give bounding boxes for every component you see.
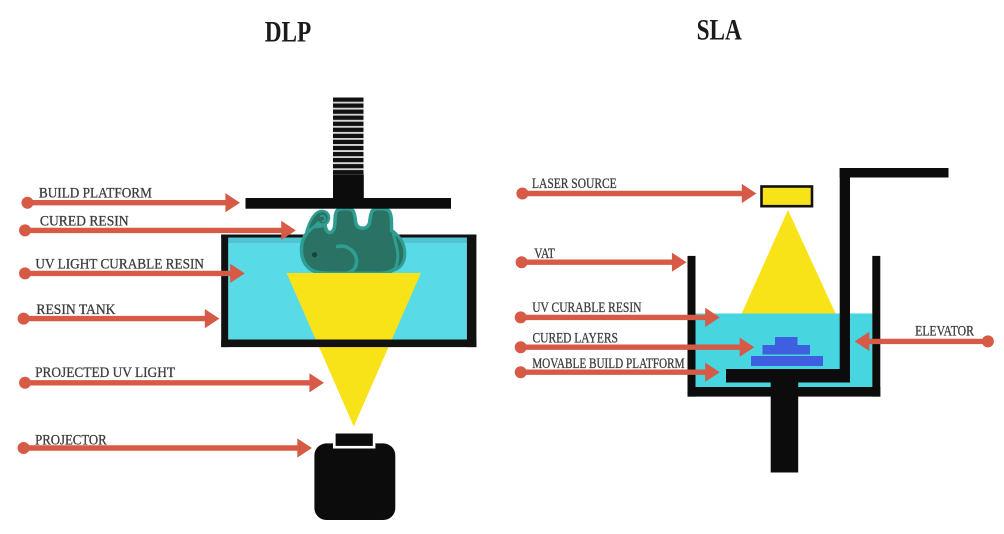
svg-text:DLP: DLP xyxy=(265,17,312,49)
svg-text:MOVABLE BUILD PLATFORM: MOVABLE BUILD PLATFORM xyxy=(532,356,685,372)
svg-text:UV LIGHT CURABLE RESIN: UV LIGHT CURABLE RESIN xyxy=(35,256,204,272)
svg-text:PROJECTED UV LIGHT: PROJECTED UV LIGHT xyxy=(35,365,175,381)
svg-text:LASER SOURCE: LASER SOURCE xyxy=(532,176,617,192)
svg-text:CURED LAYERS: CURED LAYERS xyxy=(533,331,618,347)
svg-text:UV CURABLE RESIN: UV CURABLE RESIN xyxy=(532,300,641,316)
svg-text:CURED RESIN: CURED RESIN xyxy=(40,214,129,230)
svg-text:PROJECTOR: PROJECTOR xyxy=(35,432,107,448)
svg-text:SLA: SLA xyxy=(697,15,743,47)
svg-text:ELEVATOR: ELEVATOR xyxy=(915,323,974,339)
svg-text:BUILD PLATFORM: BUILD PLATFORM xyxy=(39,186,152,202)
svg-text:RESIN TANK: RESIN TANK xyxy=(36,302,116,318)
svg-text:VAT: VAT xyxy=(534,246,555,262)
